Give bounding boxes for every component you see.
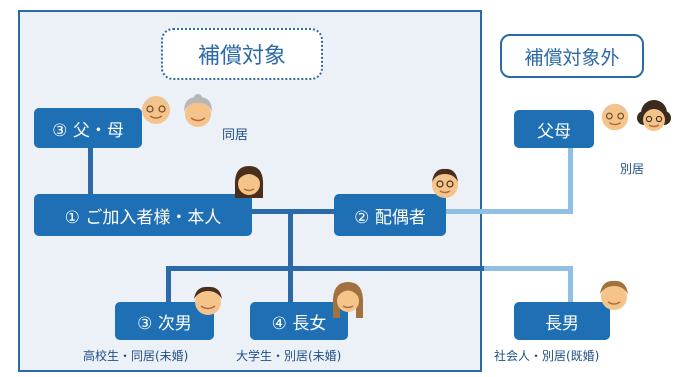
girl-icon	[332, 282, 364, 318]
connector-eldest-son-vertical	[568, 266, 573, 302]
connector-parents-self	[88, 148, 93, 195]
caption-second-son: 高校生・同居(未婚)	[83, 349, 189, 363]
connector-parents-ext-vertical	[568, 144, 573, 214]
grandfather-icon	[601, 103, 629, 131]
boy-icon	[194, 286, 222, 315]
connector-children-bar	[166, 266, 488, 271]
grandmother-icon	[184, 94, 212, 127]
node-parents-cohabiting: ③ 父・母	[34, 108, 142, 148]
connector-eldest-daughter	[288, 266, 293, 302]
woman-icon	[234, 166, 264, 198]
man-icon	[432, 168, 458, 198]
connector-spouse-parents-ext	[445, 209, 573, 214]
node-self: ① ご加入者様・本人	[34, 194, 252, 236]
caption-eldest-son: 社会人・別居(既婚)	[494, 349, 600, 363]
excluded-title: 補償対象外	[500, 34, 644, 78]
man-icon	[600, 280, 628, 310]
caption-parents-separate: 別居	[620, 162, 645, 176]
connector-eldest-son-bar	[484, 266, 573, 271]
caption-parents-cohabiting: 同居	[222, 128, 249, 143]
connector-children-trunk	[288, 211, 293, 271]
connector-second-son	[166, 266, 171, 302]
node-eldest-daughter: ④ 長女	[250, 302, 348, 340]
grandfather-icon	[142, 96, 170, 124]
grandmother-icon	[637, 100, 671, 131]
covered-title: 補償対象	[161, 28, 323, 80]
node-parents-separate: 父母	[514, 110, 594, 148]
node-eldest-son: 長男	[514, 302, 610, 340]
caption-eldest-daughter: 大学生・別居(未婚)	[236, 349, 342, 363]
node-second-son: ③ 次男	[115, 302, 214, 340]
node-spouse: ② 配偶者	[334, 194, 446, 236]
